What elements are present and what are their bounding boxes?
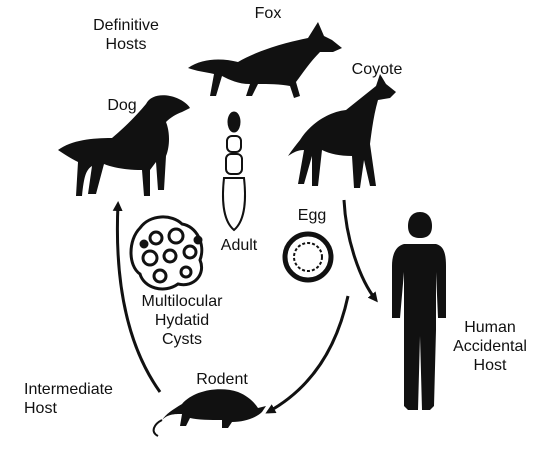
label-multilocular-hydatid-cysts: Multilocular Hydatid Cysts xyxy=(141,293,223,348)
egg-icon xyxy=(282,231,334,283)
dog-silhouette xyxy=(58,95,190,196)
label-intermediate-host: Intermediate Host xyxy=(24,381,113,417)
label-fox: Fox xyxy=(254,5,282,22)
label-coyote: Coyote xyxy=(351,61,403,78)
hydatid-cysts-icon xyxy=(129,215,204,291)
arrow-egg-to-human xyxy=(342,199,378,303)
label-human-accidental-host: Human Accidental Host xyxy=(453,319,527,374)
label-egg: Egg xyxy=(297,207,327,224)
human-silhouette xyxy=(392,212,446,410)
label-definitive-hosts: Definitive Hosts xyxy=(93,17,159,53)
rodent-silhouette xyxy=(162,389,266,428)
label-adult: Adult xyxy=(220,237,258,254)
fox-silhouette xyxy=(188,22,342,98)
coyote-silhouette xyxy=(288,74,396,188)
adult-tapeworm-icon xyxy=(222,111,246,232)
label-rodent: Rodent xyxy=(196,371,248,388)
arrow-egg-to-rodent xyxy=(265,295,350,414)
arrow-rodent-to-dog xyxy=(112,201,162,393)
label-dog: Dog xyxy=(107,97,137,114)
